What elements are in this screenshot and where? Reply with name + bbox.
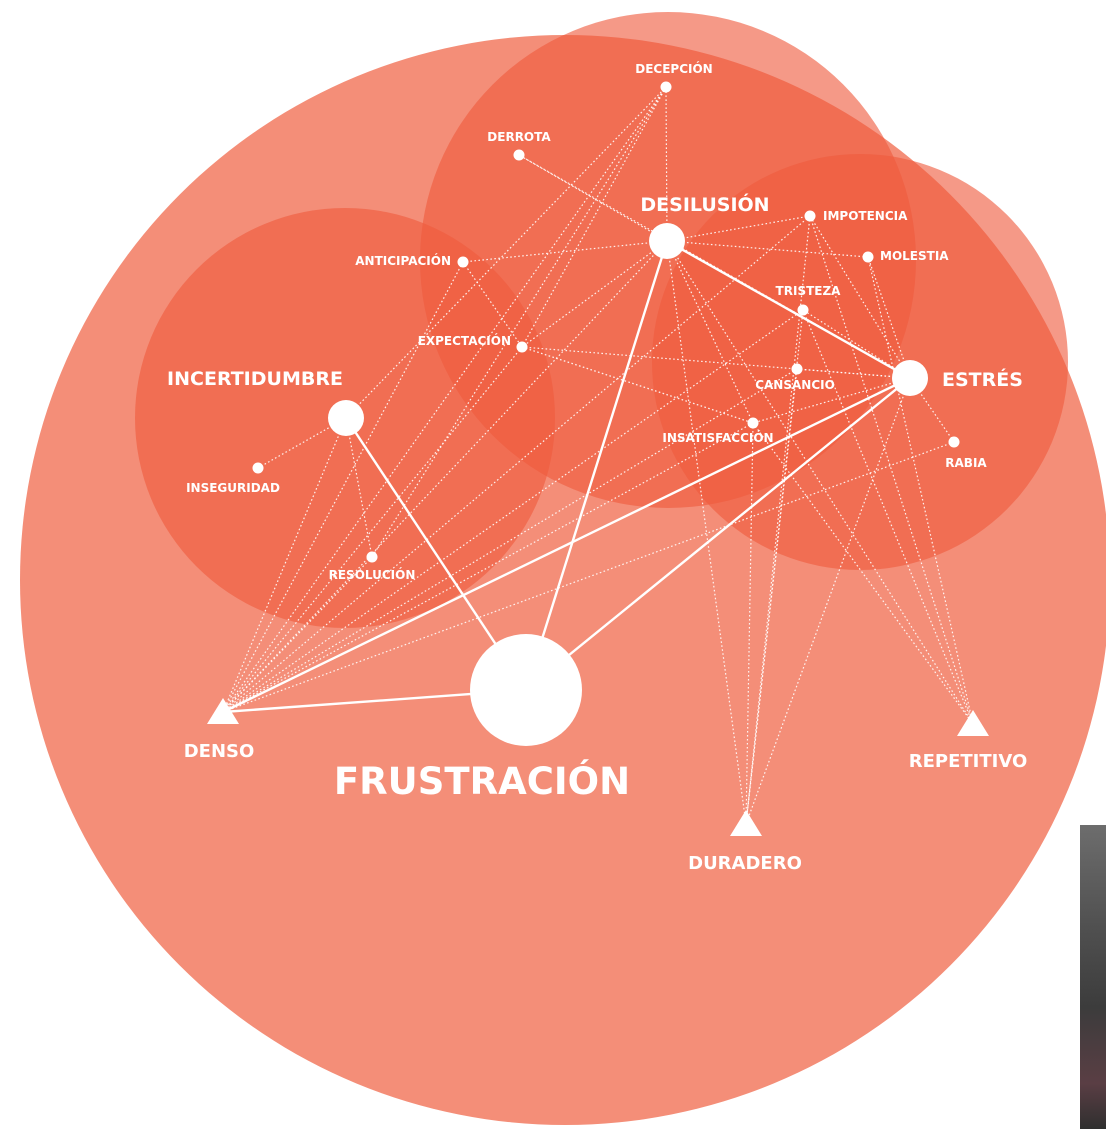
- label-anticipacion: ANTICIPACIÓN: [355, 253, 451, 268]
- dotted-edge-tristeza-denso: [222, 309, 804, 713]
- dotted-edge-desilusion-molestia: [666, 240, 869, 258]
- node-decepcion: [660, 81, 672, 93]
- label-impotencia: IMPOTENCIA: [823, 209, 908, 223]
- cluster-label-estres: ESTRÉS: [942, 368, 1023, 391]
- triangle-node-denso: [207, 698, 239, 724]
- node-expectacion: [516, 341, 528, 353]
- labels: FRUSTRACIÓN INCERTIDUMBRE DESILUSIÓN EST…: [167, 61, 1027, 874]
- node-anticipacion: [457, 256, 469, 268]
- dotted-edge-estres-duradero: [745, 377, 911, 825]
- node-insatisfaccion: [747, 417, 759, 429]
- dotted-edge-desilusion-insatisfaccion: [666, 240, 754, 424]
- node-desilusion: [649, 223, 685, 259]
- dimension-label-denso: DENSO: [184, 741, 255, 762]
- label-insatisfaccion: INSATISFACCIÓN: [662, 430, 773, 445]
- dotted-edge-desilusion-repetitivo: [666, 240, 974, 725]
- node-incertidumbre: [328, 400, 364, 436]
- label-expectacion: EXPECTACIÓN: [418, 333, 511, 348]
- node-rabia: [948, 436, 960, 448]
- cluster-label-desilusion: DESILUSIÓN: [640, 192, 769, 216]
- dotted-edge-impotencia-repetitivo: [809, 215, 974, 725]
- node-molestia: [862, 251, 874, 263]
- label-rabia: RABIA: [945, 456, 987, 470]
- dotted-edge-anticipacion-denso: [222, 261, 464, 713]
- dotted-edge-desilusion-impotencia: [666, 215, 811, 242]
- label-molestia: MOLESTIA: [880, 249, 949, 263]
- dotted-edge-cansancio-denso: [222, 368, 798, 713]
- estres-area-circle: [652, 154, 1068, 570]
- dotted-edge-impotencia-duradero: [745, 215, 811, 825]
- dotted-edge-expectacion-insatisfaccion: [521, 346, 754, 424]
- solid-edge-frustracion-desilusion: [524, 240, 669, 691]
- dimension-label-repetitivo: REPETITIVO: [909, 751, 1028, 772]
- node-tristeza: [797, 304, 809, 316]
- dotted-edge-rabia-denso: [222, 441, 955, 713]
- label-inseguridad: INSEGURIDAD: [186, 481, 280, 495]
- dotted-edge-decepcion-resolucion: [371, 86, 667, 558]
- label-resolucion: RESOLUCIÓN: [329, 567, 416, 582]
- edges: [222, 86, 974, 825]
- dotted-edge-insatisfaccion-duradero: [745, 422, 754, 825]
- dotted-edge-decepcion-expectacion: [521, 86, 667, 348]
- solid-edge-frustracion-estres: [525, 377, 911, 691]
- dotted-edge-estres-expectacion: [521, 346, 911, 379]
- solid-edge-desilusion-estres: [666, 239, 911, 380]
- node-resolucion: [366, 551, 378, 563]
- dotted-edge-tristeza-repetitivo: [802, 309, 974, 725]
- partial-photo-thumbnail: [1080, 825, 1106, 1129]
- dotted-edge-anticipacion-expectacion: [462, 261, 523, 348]
- nodes: [207, 81, 989, 836]
- dotted-edge-desilusion-derrota: [518, 154, 668, 242]
- main-label-frustracion: FRUSTRACIÓN: [334, 759, 630, 803]
- node-frustracion: [470, 634, 582, 746]
- dotted-edge-cansancio-duradero: [745, 368, 798, 825]
- triangle-node-duradero: [730, 810, 762, 836]
- dotted-edge-insatisfaccion-denso: [222, 422, 754, 713]
- node-impotencia: [804, 210, 816, 222]
- cluster-label-incertidumbre: INCERTIDUMBRE: [167, 368, 343, 390]
- node-cansancio: [791, 363, 803, 375]
- dotted-edge-estres-molestia: [867, 256, 911, 379]
- node-inseguridad: [252, 462, 264, 474]
- dotted-edge-expectacion-denso: [222, 346, 523, 713]
- dotted-edge-impotencia-denso: [222, 215, 811, 713]
- label-cansancio: CANSANCIO: [755, 378, 835, 392]
- label-decepcion: DECEPCIÓN: [635, 61, 712, 76]
- dimension-label-duradero: DURADERO: [688, 853, 802, 874]
- dotted-edge-estres-insatisfaccion: [752, 377, 911, 424]
- solid-edge-denso-estres: [222, 376, 911, 714]
- label-derrota: DERROTA: [487, 130, 551, 144]
- label-tristeza: TRISTEZA: [776, 284, 842, 298]
- node-derrota: [513, 149, 525, 161]
- dotted-edge-incertidumbre-decepcion: [345, 86, 667, 419]
- dotted-edge-incertidumbre-denso: [222, 417, 347, 713]
- node-estres: [892, 360, 928, 396]
- triangle-node-repetitivo: [957, 710, 989, 736]
- dotted-edge-desilusion-decepcion: [665, 86, 668, 242]
